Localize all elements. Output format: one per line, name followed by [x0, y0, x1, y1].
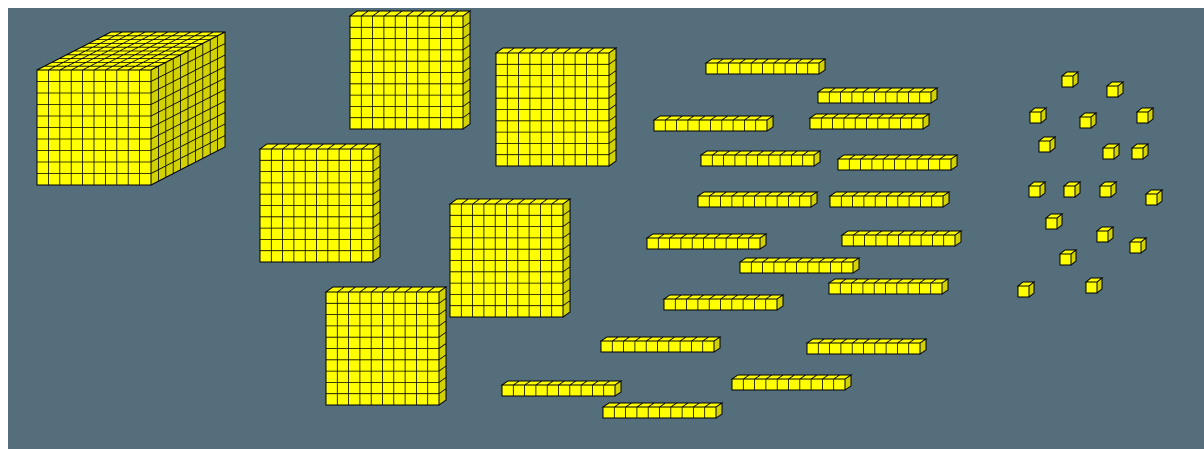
ten-rod-block[interactable] [603, 403, 722, 418]
ten-rod-block[interactable] [502, 381, 621, 396]
unit-cube-block[interactable] [1030, 108, 1046, 123]
unit-cube-block[interactable] [1062, 72, 1078, 87]
unit-cube-block[interactable] [1107, 82, 1123, 97]
ten-rod-block[interactable] [810, 114, 929, 129]
hundred-flat-block[interactable] [496, 48, 616, 166]
unit-cube-block[interactable] [1132, 144, 1148, 159]
base-ten-blocks-workspace [8, 8, 1204, 449]
ten-rod-block[interactable] [647, 234, 766, 249]
hundred-flat-block[interactable] [326, 287, 446, 405]
hundred-flat-block[interactable] [260, 144, 380, 262]
ten-rod-block[interactable] [829, 279, 948, 294]
unit-cube-block[interactable] [1146, 190, 1162, 205]
ten-rod-block[interactable] [654, 116, 773, 131]
hundred-flat-block[interactable] [350, 11, 470, 129]
ten-rod-block[interactable] [732, 375, 851, 390]
ten-rod-block[interactable] [807, 339, 926, 354]
ten-rod-block[interactable] [838, 155, 957, 170]
ten-rod-block[interactable] [698, 192, 817, 207]
ten-rod-block[interactable] [706, 59, 825, 74]
unit-cube-block[interactable] [1097, 227, 1113, 242]
unit-cube-block[interactable] [1029, 182, 1045, 197]
ten-rod-block[interactable] [842, 231, 961, 246]
unit-cube-block[interactable] [1103, 144, 1119, 159]
unit-cube-block[interactable] [1060, 250, 1076, 265]
ten-rod-block[interactable] [701, 151, 820, 166]
unit-cube-block[interactable] [1039, 137, 1055, 152]
unit-cube-block[interactable] [1080, 113, 1096, 128]
ten-rod-block[interactable] [664, 295, 783, 310]
unit-cube-block[interactable] [1018, 282, 1034, 297]
ten-rod-block[interactable] [740, 258, 859, 273]
ten-rod-block[interactable] [818, 88, 937, 103]
unit-cube-block[interactable] [1100, 182, 1116, 197]
unit-cube-block[interactable] [1137, 108, 1153, 123]
unit-cube-block[interactable] [1086, 278, 1102, 293]
unit-cube-block[interactable] [1046, 214, 1062, 229]
unit-cube-block[interactable] [1064, 182, 1080, 197]
ten-rod-block[interactable] [601, 337, 720, 352]
ten-rod-block[interactable] [830, 192, 949, 207]
unit-cube-block[interactable] [1130, 238, 1146, 253]
blocks-canvas [8, 8, 1204, 449]
hundred-flat-block[interactable] [450, 199, 570, 317]
